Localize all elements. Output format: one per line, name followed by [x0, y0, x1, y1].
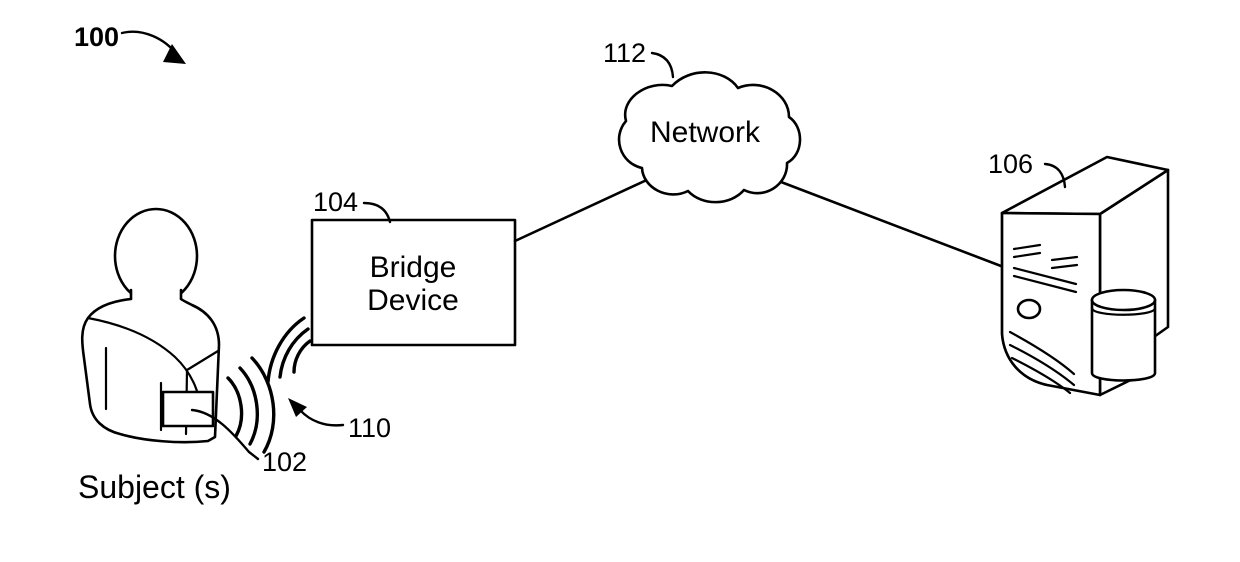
subject-label-group: Subject (s) 102 [78, 408, 307, 505]
server-ref-leader [1043, 162, 1067, 189]
cylinder-rim-line [1090, 306, 1157, 316]
server-slot-3b [1012, 274, 1078, 294]
wireless-link-ref-number: 110 [348, 413, 391, 443]
bridge-device-ref-leader [362, 201, 392, 224]
network-node[interactable]: Network [617, 71, 802, 204]
network-ref-number: 112 [603, 38, 646, 68]
connection-bridge-to-network [513, 176, 653, 243]
subject-ref-number: 102 [262, 447, 307, 477]
connection-network-to-server [766, 175, 1003, 268]
figure-number-group: 100 [74, 22, 186, 64]
network-label: Network [650, 116, 761, 149]
cloud-icon[interactable] [617, 71, 802, 204]
subject-right-sleeve-seam [185, 349, 220, 372]
bridge-device-label-group: 104 [313, 187, 392, 224]
server-label-group: 106 [988, 149, 1067, 189]
bridge-device-label-line1: Bridge [370, 251, 457, 284]
server-ref-number: 106 [988, 149, 1033, 179]
bridge-device-node[interactable]: Bridge Device [310, 218, 517, 347]
server-power-button[interactable] [1016, 298, 1042, 320]
wireless-link-arrowhead [288, 398, 307, 417]
bridge-device-label-line2: Device [367, 284, 459, 317]
wireless-link-label-group: 110 [288, 398, 391, 443]
wireless-link-leader [298, 408, 345, 427]
server-slot-3 [1012, 266, 1078, 286]
database-cylinder-icon [1090, 288, 1157, 382]
server-slot-2 [1050, 255, 1079, 262]
network-label-group: 112 [603, 38, 675, 79]
bridge-device-box[interactable] [310, 218, 517, 347]
subject-head-icon [113, 207, 199, 305]
wireless-signal-icon-bridge [266, 316, 312, 384]
cylinder-body [1090, 298, 1157, 382]
server-slot-1b [1012, 251, 1042, 259]
bridge-device-ref-number: 104 [313, 187, 358, 217]
server-vent-1 [1008, 330, 1076, 376]
server-vent-3 [1010, 356, 1072, 395]
server-vent-2 [1008, 343, 1076, 387]
server-slot-1 [1012, 243, 1042, 251]
wireless-signal-icon-device [226, 356, 276, 454]
figure-number-arrowhead [163, 44, 186, 64]
network-ref-leader [650, 51, 675, 79]
figure-number: 100 [74, 22, 119, 52]
subject-ref-leader [190, 408, 260, 461]
cylinder-top [1090, 288, 1157, 312]
server-node[interactable] [1000, 155, 1170, 397]
subject-figure [80, 207, 221, 444]
subject-caption: Subject (s) [78, 469, 231, 505]
server-slot-2b [1050, 263, 1079, 270]
server-front-edge [1000, 211, 1049, 387]
wearable-device-icon [161, 390, 215, 428]
